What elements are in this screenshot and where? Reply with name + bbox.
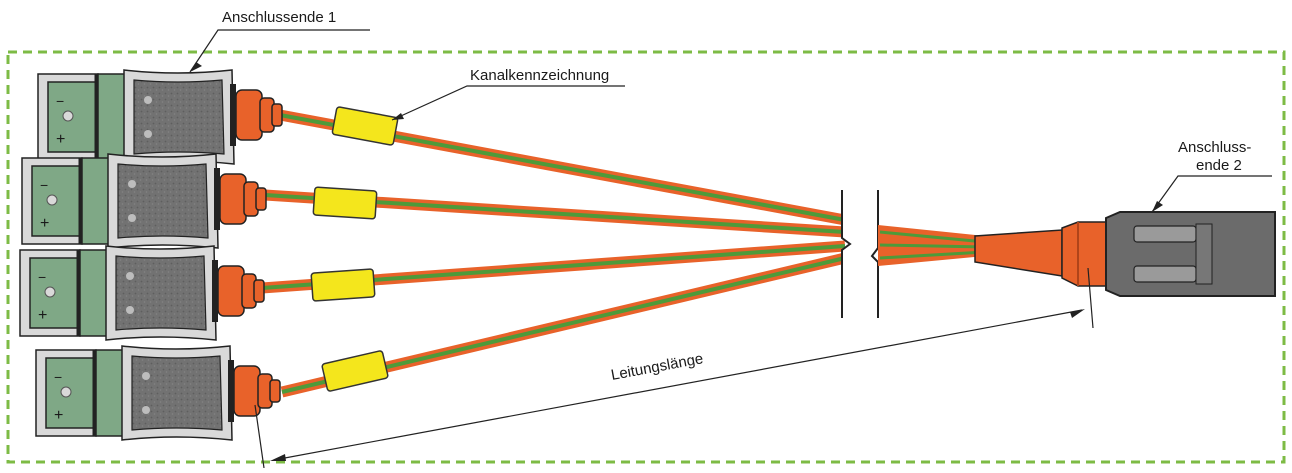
channel-marker-3: [310, 268, 376, 302]
cable-bundle-left: [261, 109, 847, 398]
minus-sign: −: [40, 177, 48, 193]
plus-sign: +: [56, 131, 65, 148]
plus-sign: +: [40, 215, 49, 232]
channel-markers: [310, 106, 399, 392]
connector-end2: [974, 211, 1276, 297]
connector-end1-1: − +: [37, 69, 283, 165]
label-channel-marking: Kanalkennzeichnung: [470, 67, 609, 84]
leader-lines: [189, 29, 1272, 213]
minus-sign: −: [56, 93, 64, 109]
minus-sign: −: [54, 369, 62, 385]
connector-end1-3: − +: [19, 245, 265, 341]
connector-end1-4: − +: [35, 345, 281, 441]
label-cable-length: Leitungslänge: [610, 350, 705, 384]
minus-sign: −: [38, 269, 46, 285]
label-end1: Anschlussende 1: [222, 9, 336, 26]
break-symbol: [841, 190, 879, 318]
channel-marker-4: [321, 350, 389, 392]
dashed-frame: [6, 50, 1286, 464]
connector-end1-2: − +: [21, 153, 267, 249]
cable-bundle-right: [878, 225, 986, 266]
label-end2-line2: ende 2: [1196, 157, 1242, 174]
plus-sign: +: [54, 407, 63, 424]
channel-marker-2: [312, 186, 378, 220]
channel-marker-1: [331, 106, 399, 146]
label-end2-line1: Anschluss-: [1178, 139, 1251, 156]
plus-sign: +: [38, 307, 47, 324]
dimension-line: [254, 267, 1094, 469]
